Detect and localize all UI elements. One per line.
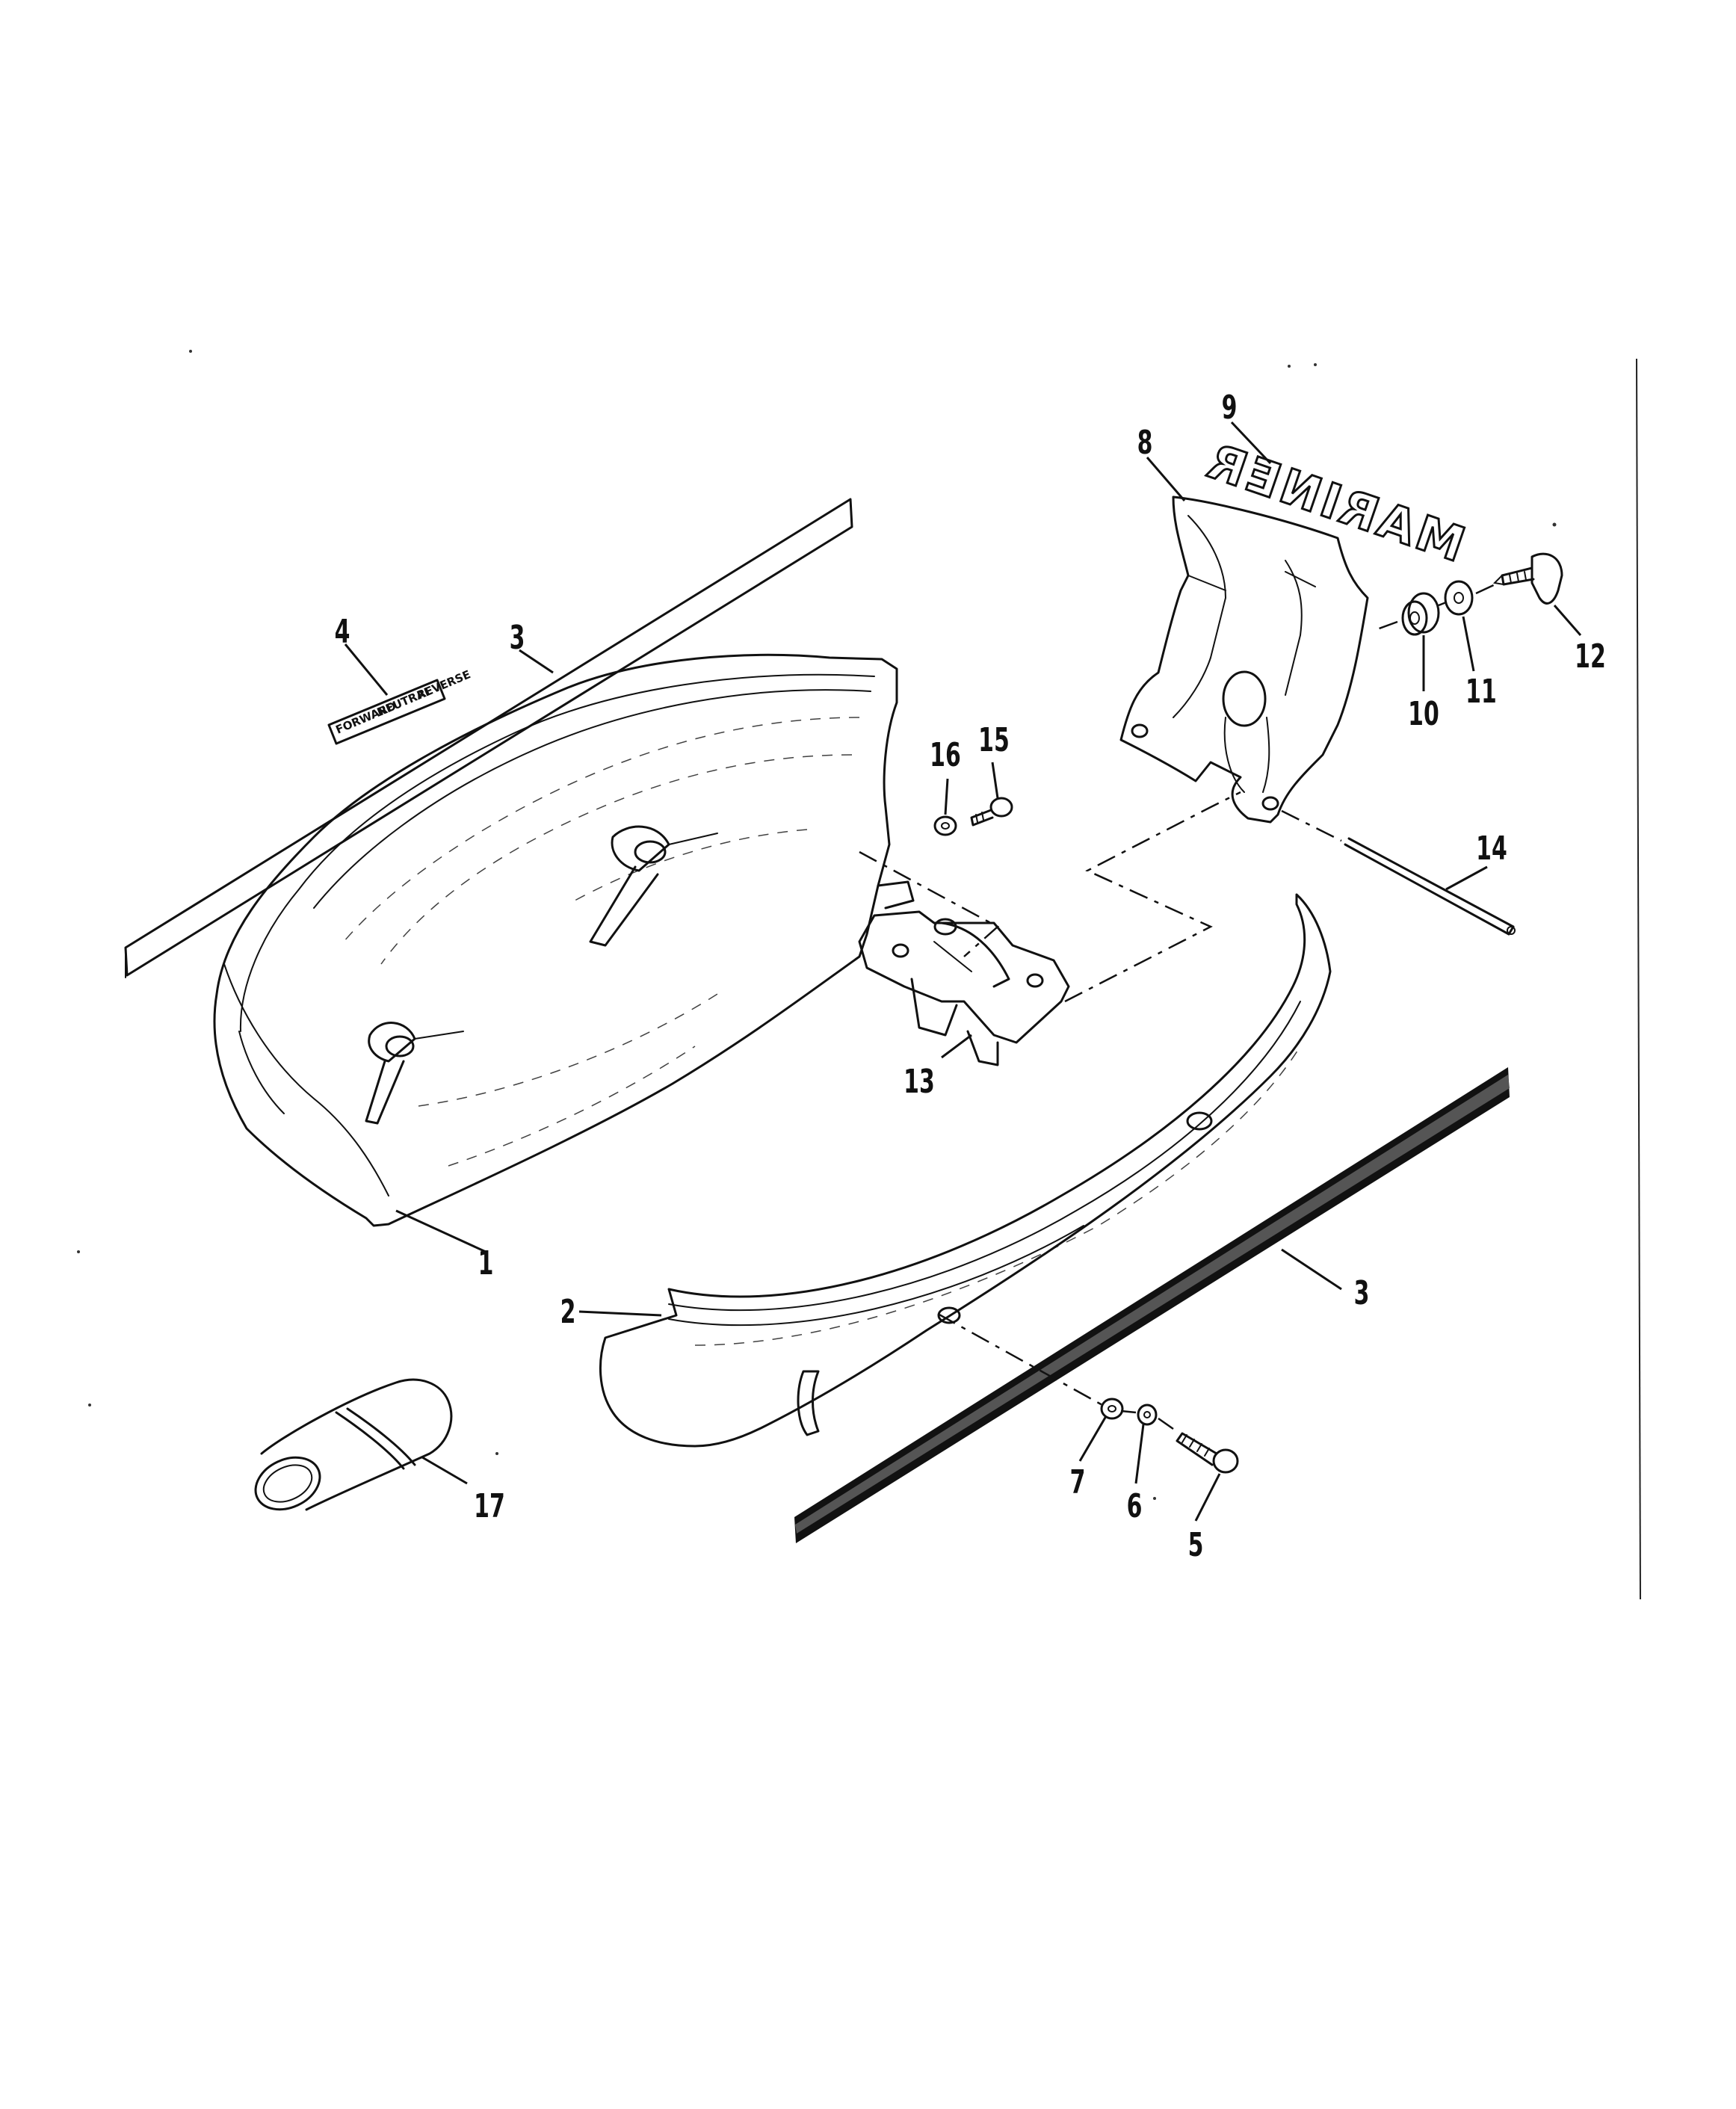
bolt-5 bbox=[1176, 1432, 1239, 1474]
callout-8: 8 bbox=[1137, 423, 1153, 461]
callout-3-lower: 3 bbox=[1354, 1273, 1370, 1312]
callout-12: 12 bbox=[1575, 637, 1606, 675]
trim-strip-lower bbox=[794, 1067, 1510, 1543]
rear-panel bbox=[1119, 495, 1369, 824]
callout-14: 14 bbox=[1476, 829, 1507, 867]
knob-12 bbox=[1492, 552, 1563, 605]
mariner-decal: MARINER bbox=[1197, 432, 1472, 574]
callout-1: 1 bbox=[478, 1244, 494, 1282]
callout-13: 13 bbox=[903, 1062, 935, 1100]
callout-9: 9 bbox=[1222, 388, 1238, 426]
assembly-lines bbox=[859, 581, 1499, 1430]
callout-6: 6 bbox=[1127, 1486, 1143, 1525]
page-border-line bbox=[1636, 358, 1641, 1600]
callout-3-upper: 3 bbox=[510, 618, 525, 656]
shift-decal: FORWARD NEUTRAL REVERSE bbox=[327, 667, 472, 745]
washer-7 bbox=[1100, 1398, 1124, 1420]
upper-cowl-half bbox=[213, 653, 915, 1227]
callout-10: 10 bbox=[1408, 694, 1439, 732]
callout-11: 11 bbox=[1465, 672, 1497, 710]
latch-assembly bbox=[858, 910, 1070, 1066]
tool-bag bbox=[254, 1378, 453, 1511]
callout-7: 7 bbox=[1070, 1463, 1086, 1501]
trim-strip-upper bbox=[124, 498, 853, 978]
washer-16 bbox=[933, 815, 957, 836]
leader-lines bbox=[344, 421, 1582, 1522]
lower-cowl-half bbox=[599, 893, 1332, 1448]
washer-11 bbox=[1444, 580, 1474, 616]
callout-2: 2 bbox=[560, 1292, 576, 1330]
grommet-10 bbox=[1401, 592, 1440, 636]
callout-15: 15 bbox=[978, 720, 1010, 759]
callout-17: 17 bbox=[474, 1486, 505, 1525]
callout-4: 4 bbox=[335, 612, 350, 650]
scan-specks bbox=[77, 350, 1557, 1500]
mariner-decal-text: MARINER bbox=[1199, 433, 1471, 573]
pin-14 bbox=[1344, 837, 1516, 936]
callout-5: 5 bbox=[1188, 1525, 1204, 1563]
washer-6 bbox=[1137, 1404, 1158, 1426]
callout-16: 16 bbox=[930, 735, 961, 773]
screw-15 bbox=[970, 797, 1013, 827]
callout-labels: 1 2 3 3 4 5 6 7 8 9 10 11 12 13 14 15 16… bbox=[335, 388, 1606, 1563]
